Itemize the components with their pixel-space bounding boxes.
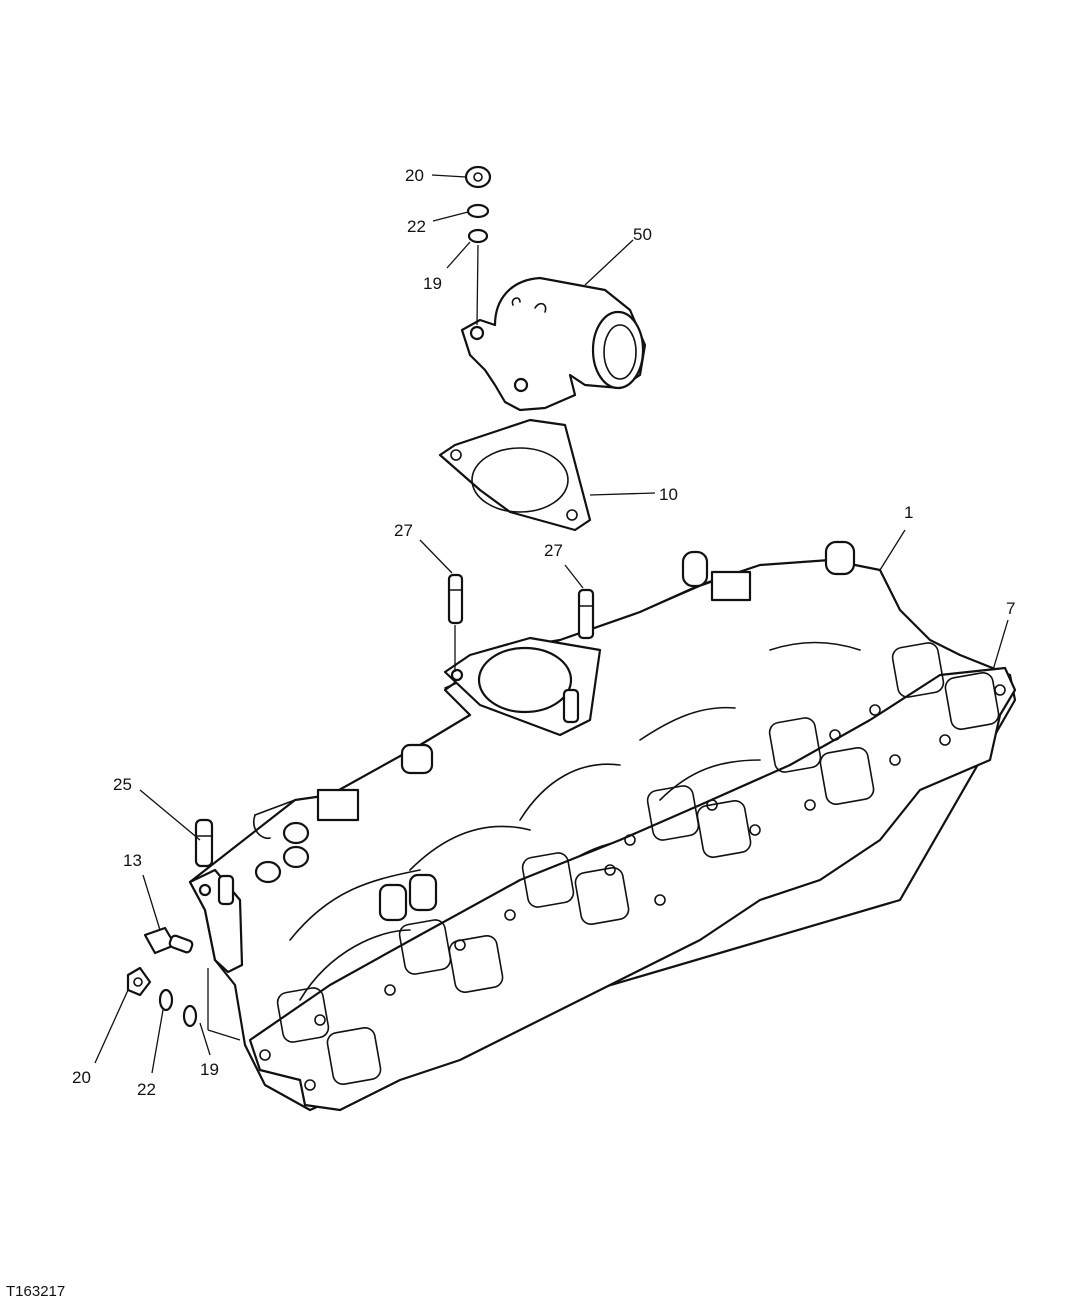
stud-25 xyxy=(194,818,214,868)
stud-in-bracket xyxy=(217,874,235,906)
callout-19-bottom: 19 xyxy=(200,1060,219,1079)
lock-washer-22-top xyxy=(466,203,490,219)
washer xyxy=(282,845,310,869)
boss xyxy=(378,883,408,922)
callouts: 20 22 19 50 10 27 27 1 7 25 13 20 22 19 xyxy=(72,166,1015,1099)
nut-20-bottom xyxy=(126,966,152,997)
washer-19-bottom xyxy=(182,1004,198,1028)
callout-10: 10 xyxy=(659,485,678,504)
boss xyxy=(400,743,434,775)
callout-7: 7 xyxy=(1006,599,1015,618)
washer xyxy=(254,860,282,884)
gasket-ports xyxy=(276,642,1000,1085)
callout-50: 50 xyxy=(633,225,652,244)
washer-19-top xyxy=(467,228,489,244)
leader-lines xyxy=(94,174,1009,1074)
boss xyxy=(408,873,438,912)
boss xyxy=(681,550,709,588)
callout-22-top: 22 xyxy=(407,217,426,236)
manifold-gasket xyxy=(248,642,1017,1112)
boss xyxy=(316,788,360,822)
callout-27-left: 27 xyxy=(394,521,413,540)
boss xyxy=(710,570,752,602)
fitting-13 xyxy=(143,926,194,955)
callout-1: 1 xyxy=(904,503,913,522)
lock-washer-22-bottom xyxy=(158,988,174,1012)
stud-in-flange xyxy=(562,688,580,724)
gasket-bolt-holes xyxy=(259,684,1006,1091)
callout-20-top: 20 xyxy=(405,166,424,185)
washer xyxy=(282,821,310,845)
callout-20-bottom: 20 xyxy=(72,1068,91,1087)
figure-id: T163217 xyxy=(6,1283,65,1300)
thermostat-gasket xyxy=(438,418,592,532)
callout-25: 25 xyxy=(113,775,132,794)
callout-22-bottom: 22 xyxy=(137,1080,156,1099)
callout-27-right: 27 xyxy=(544,541,563,560)
callout-19-top: 19 xyxy=(423,274,442,293)
callout-13: 13 xyxy=(123,851,142,870)
stud-27-left xyxy=(447,573,464,625)
nut-20-top xyxy=(464,165,492,189)
boss xyxy=(824,540,856,576)
stud-27-right xyxy=(577,588,595,640)
thermostat-housing xyxy=(460,276,647,412)
